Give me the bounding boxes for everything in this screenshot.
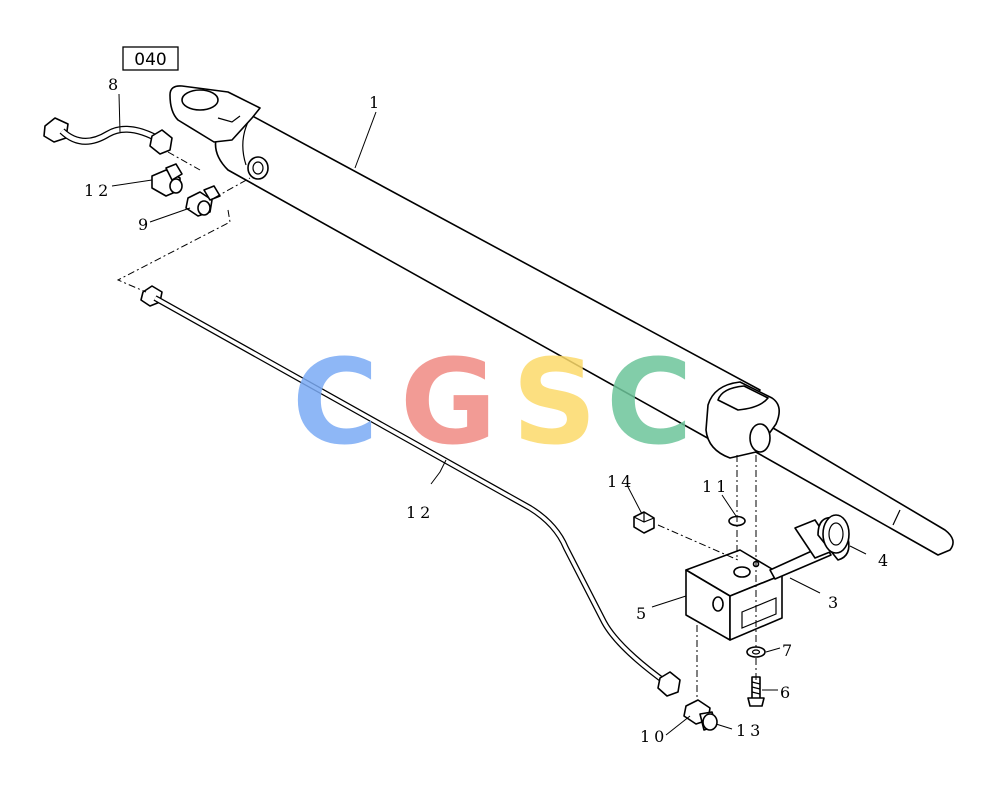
section-code-box: 040: [122, 46, 179, 71]
bolt: [747, 676, 765, 707]
callout-3: 3: [828, 593, 842, 612]
assembly-lines: [116, 151, 757, 700]
watermark-letter-c2: C: [606, 333, 693, 471]
leader-lines: [111, 93, 867, 736]
barrel-port: [247, 156, 269, 180]
piston-rod: [753, 424, 954, 556]
callout-7: 7: [782, 641, 796, 660]
callout-9: 9: [138, 215, 152, 234]
callout-4: 4: [878, 551, 892, 570]
callout-13: 13: [736, 721, 764, 740]
valve-block: [685, 549, 783, 641]
cylinder-eye-mount: [169, 85, 261, 143]
callout-1: 1: [369, 93, 383, 112]
watermark-letter-c1: C: [292, 333, 379, 471]
callouts: 1 3 4 5 6 7 8 9 10 11 12 12 13 14: [84, 75, 892, 746]
callout-12-mid: 12: [406, 503, 434, 522]
lower-elbow-fitting: [683, 699, 718, 731]
callout-10: 10: [640, 727, 668, 746]
elbow-fitting-lower: [185, 185, 221, 217]
callout-14: 14: [607, 472, 635, 491]
callout-5: 5: [636, 604, 650, 623]
watermark: C G S C: [292, 333, 693, 471]
callout-11: 11: [702, 477, 730, 496]
long-tube: [140, 285, 681, 697]
watermark-letter-s: S: [512, 333, 597, 471]
section-code-label: 040: [134, 50, 166, 70]
washer: [746, 646, 766, 658]
callout-6: 6: [780, 683, 794, 702]
valve-stem: [769, 514, 850, 580]
elbow-fitting-upper: [151, 163, 183, 197]
upper-hose: [43, 117, 173, 155]
plug-nut: [633, 511, 655, 534]
callout-8: 8: [108, 75, 122, 94]
cylinder-head: [705, 381, 780, 459]
callout-12-top: 12: [84, 181, 112, 200]
watermark-letter-g: G: [400, 333, 497, 471]
